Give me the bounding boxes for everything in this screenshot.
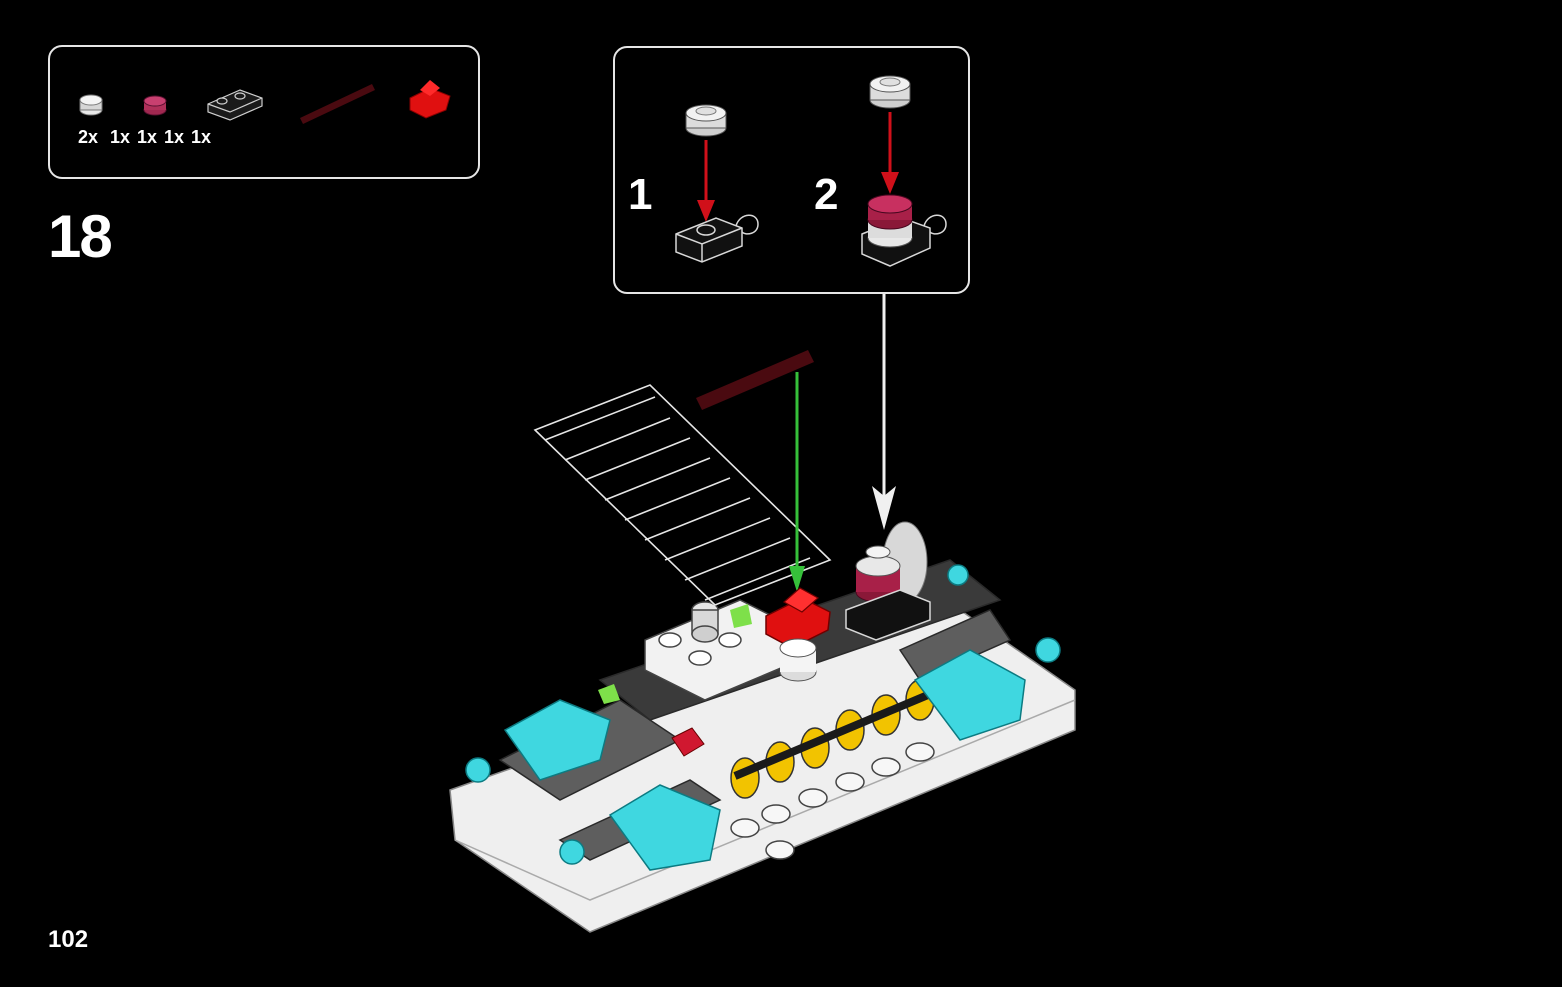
trans-blue-elements-icon: [465, 564, 1061, 871]
white-plate-studs-icon: [644, 599, 801, 701]
page-number: 102: [48, 926, 89, 953]
step-number: 18: [48, 203, 113, 270]
part-qty-1: 2x: [78, 127, 99, 147]
sub-step-1-arrow-icon: [697, 140, 715, 222]
white-round-brick-icon: [779, 638, 817, 682]
hinge-plate-red-placed-icon: [765, 587, 831, 649]
small-red-piece-icon: [671, 727, 705, 757]
sub-step-1-label: 1: [628, 170, 653, 219]
sub-step-2-label: 2: [814, 170, 839, 219]
sub-step-2-assembly-icon: [861, 194, 947, 267]
green-guide-arrow-icon: [789, 372, 805, 592]
part-qty-2: 1x: [110, 127, 131, 147]
placed-sub-assembly-icon: [845, 521, 931, 641]
sub-assembly-box: [613, 46, 970, 294]
yellow-coils-icon: [730, 679, 937, 799]
clip-plate-black-icon: [207, 89, 263, 121]
solar-panel-frame-icon: [533, 384, 832, 606]
hinge-plate-red-icon: [409, 80, 451, 119]
round-plate-light-gray-icon: [79, 94, 103, 116]
bar-dark-red-icon: [300, 84, 375, 124]
part-qty-5: 1x: [191, 127, 212, 147]
part-qty-4: 1x: [164, 127, 185, 147]
base-studs-icon: [730, 742, 935, 860]
sub-step-1-round-plate-icon: [685, 104, 727, 137]
part-qty-3: 1x: [137, 127, 158, 147]
dark-red-bar-icon: [696, 350, 814, 410]
sub-step-1-clip-plate-icon: [675, 214, 759, 263]
round-plate-magenta-icon: [143, 95, 167, 116]
parts-list-box: [48, 45, 480, 179]
sub-step-2-arrow-icon: [881, 112, 899, 194]
sub-step-2-round-plate-icon: [869, 75, 911, 109]
lime-accent-icon: [598, 604, 752, 704]
callout-pointer-arrow-icon: [872, 294, 896, 530]
